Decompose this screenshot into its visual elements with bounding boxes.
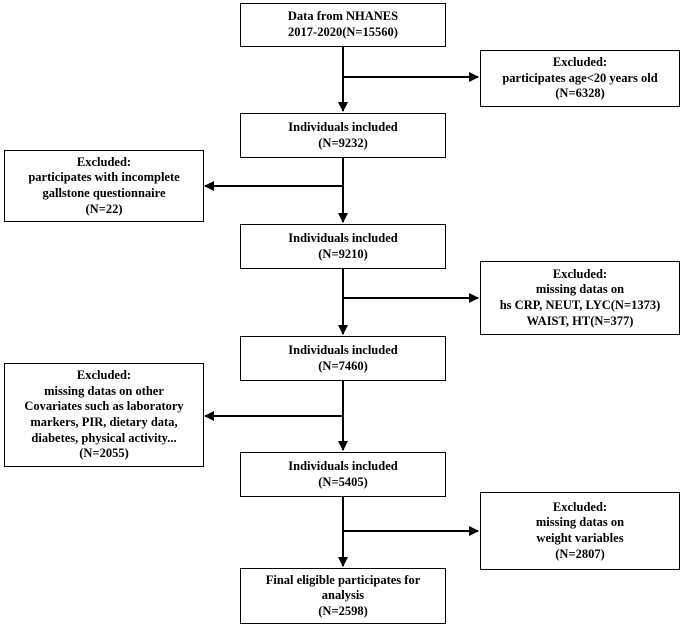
- exclusion-box-4: Excluded: missing datas on other Covaria…: [4, 363, 204, 467]
- excl2-line2: participates with incomplete: [28, 170, 180, 185]
- excl1-line3: (N=6328): [555, 86, 605, 101]
- excl3-line3: hs CRP, NEUT, LYC(N=1373): [499, 298, 661, 312]
- final-line1: Final eligible participates for: [265, 572, 421, 587]
- excl2-line4: (N=22): [85, 201, 123, 216]
- incl1-line2: (N=9232): [318, 135, 368, 150]
- exclusion-box-2: Excluded: participates with incomplete g…: [4, 150, 204, 222]
- excl4-line6: (N=2055): [79, 446, 129, 461]
- excl4-line4: markers, PIR, dietary data,: [30, 415, 178, 429]
- excl5-line1: Excluded:: [552, 499, 608, 514]
- excl5-line3: weight variables: [536, 531, 624, 545]
- excl2-line3: gallstone questionnaire: [42, 186, 166, 200]
- excl3-line2: missing datas on: [535, 282, 625, 297]
- source-line2: 2017-2020(N=15560): [288, 25, 398, 39]
- excl4-line2: missing datas on other: [44, 383, 164, 398]
- incl1-line1: Individuals included: [288, 119, 398, 134]
- excl3-line1: Excluded:: [552, 266, 608, 281]
- excl4-line5: diabetes, physical activity...: [31, 430, 177, 445]
- final-line2: analysis: [321, 588, 365, 603]
- source-box: Data from NHANES 2017-2020(N=15560): [240, 3, 446, 47]
- exclusion-box-3: Excluded: missing datas on hs CRP, NEUT,…: [480, 261, 680, 335]
- incl3-line2: (N=7460): [318, 358, 368, 373]
- source-line1: Data from NHANES: [287, 9, 399, 24]
- incl3-line1: Individuals included: [288, 342, 398, 357]
- excl4-line3: Covariates such as laboratory: [24, 399, 184, 414]
- incl4-line1: Individuals included: [288, 458, 398, 473]
- excl1-line1: Excluded:: [552, 55, 608, 70]
- included-box-1: Individuals included (N=9232): [240, 113, 446, 158]
- exclusion-box-5: Excluded: missing datas on weight variab…: [480, 492, 680, 570]
- excl4-line1: Excluded:: [76, 368, 132, 383]
- excl5-line4: (N=2807): [555, 546, 605, 561]
- included-box-2: Individuals included (N=9210): [240, 224, 446, 269]
- final-box: Final eligible participates for analysis…: [240, 568, 446, 624]
- included-box-4: Individuals included (N=5405): [240, 452, 446, 497]
- excl5-line2: missing datas on: [535, 515, 625, 530]
- final-line3: (N=2598): [318, 603, 368, 618]
- included-box-3: Individuals included (N=7460): [240, 336, 446, 381]
- excl1-line2: participates age<20 years old: [502, 70, 658, 85]
- excl2-line1: Excluded:: [76, 154, 132, 169]
- excl3-line4: WAIST, HT(N=377): [526, 313, 634, 328]
- incl4-line2: (N=5405): [318, 474, 368, 489]
- incl2-line2: (N=9210): [318, 246, 368, 261]
- exclusion-box-1: Excluded: participates age<20 years old …: [480, 50, 680, 107]
- incl2-line1: Individuals included: [288, 230, 398, 245]
